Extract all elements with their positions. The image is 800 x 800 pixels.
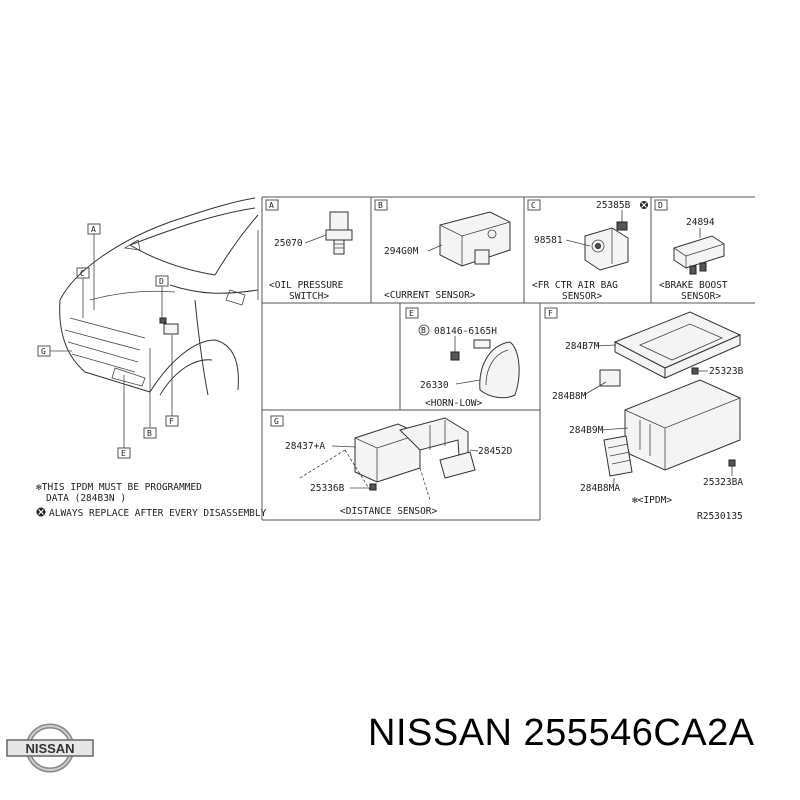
svg-text:E: E	[121, 449, 126, 458]
panel-d: D 24894 <BRAKE BOOST SENSOR>	[654, 199, 728, 302]
ipdm-box-part	[599, 369, 741, 477]
svg-text:D: D	[658, 201, 663, 210]
svg-text:F: F	[169, 417, 174, 426]
svg-text:G: G	[41, 347, 46, 356]
panel-grid	[261, 196, 755, 521]
part-number-25385b: 25385B	[596, 200, 631, 211]
nissan-logo: NISSAN	[6, 723, 94, 773]
svg-text:B: B	[147, 429, 152, 438]
svg-text:A: A	[91, 225, 96, 234]
ipdm-cover-part	[613, 311, 742, 379]
car-callout-e: E	[117, 375, 131, 459]
panel-b-caption-1: <CURRENT SENSOR>	[384, 290, 476, 301]
part-caption: NISSAN 255546CA2A	[368, 712, 755, 754]
horn-part	[473, 339, 520, 399]
part-number-25070: 25070	[274, 238, 303, 249]
car-callout-f: F	[165, 335, 179, 427]
svg-text:A: A	[269, 201, 274, 210]
distance-sensor-part	[354, 417, 476, 483]
part-number-28437a: 28437+A	[285, 441, 325, 452]
svg-text:C: C	[80, 269, 85, 278]
panel-c-caption-1: <FR CTR AIR BAG	[532, 280, 618, 291]
current-sensor-part	[439, 211, 511, 267]
part-number-24894: 24894	[686, 217, 715, 228]
svg-text:C: C	[531, 201, 536, 210]
car-callout-b: B	[143, 348, 157, 439]
part-number-284b8m: 284B8M	[552, 391, 587, 402]
panel-e-caption-1: <HORN-LOW>	[425, 398, 482, 409]
brake-boost-sensor-part	[673, 235, 725, 275]
car-illustration	[59, 197, 259, 396]
replace-note: ALWAYS REPLACE AFTER EVERY DISASSEMBLY	[36, 507, 267, 519]
panel-f-caption-1: ✻<IPDM>	[632, 495, 672, 506]
car-callout-g: G	[37, 345, 72, 357]
panel-a-caption-2: SWITCH>	[289, 291, 329, 302]
part-number-284b7m: 284B7M	[565, 341, 600, 352]
svg-text:F: F	[548, 309, 553, 318]
replace-note-text: ALWAYS REPLACE AFTER EVERY DISASSEMBLY	[49, 508, 267, 519]
diagram-reference-number: R2530135	[697, 511, 743, 522]
svg-text:B: B	[421, 326, 426, 335]
part-number-294g0m: 294G0M	[384, 246, 419, 257]
part-number-08146-6165h: 08146-6165H	[434, 326, 497, 337]
car-callout-c: C	[76, 267, 90, 318]
svg-text:E: E	[409, 309, 414, 318]
panel-g-caption-1: <DISTANCE SENSOR>	[340, 506, 438, 517]
panel-g: G 28437+A 28452D 25336B <DISTANCE SENSOR…	[270, 415, 513, 517]
panel-d-caption-1: <BRAKE BOOST	[659, 280, 728, 291]
svg-text:B: B	[378, 201, 383, 210]
panel-f: F 284B7M 25323B 284B8M 284B9M 284B8MA 25…	[544, 307, 744, 506]
part-number-284b9m: 284B9M	[569, 425, 604, 436]
bolt-part	[616, 221, 628, 231]
svg-text:G: G	[274, 417, 279, 426]
svg-text:D: D	[159, 277, 164, 286]
car-callout-a: A	[87, 223, 101, 310]
ipdm-note-line1: ✻THIS IPDM MUST BE PROGRAMMED	[36, 482, 202, 493]
ipdm-note-line2: DATA (284B3N )	[46, 493, 126, 504]
panel-b: B 294G0M <CURRENT SENSOR>	[374, 199, 511, 301]
part-number-25336b: 25336B	[310, 483, 345, 494]
part-number-28452d: 28452D	[478, 446, 513, 457]
part-number-25323b: 25323B	[709, 366, 744, 377]
panel-a: A 25070 <OIL PRESSURE SWITCH>	[265, 199, 353, 302]
part-number-98581: 98581	[534, 235, 563, 246]
part-number-284b8ma: 284B8MA	[580, 483, 620, 494]
panel-e: E B 08146-6165H 26330 <HORN-LOW>	[405, 307, 520, 409]
air-bag-sensor-part	[584, 227, 629, 271]
car-callout-d: D	[155, 275, 169, 318]
bolt-part	[450, 351, 460, 361]
svg-text:NISSAN: NISSAN	[25, 741, 74, 756]
part-number-25323ba: 25323BA	[703, 477, 743, 488]
panel-d-caption-2: SENSOR>	[681, 291, 721, 302]
oil-pressure-switch-part	[325, 211, 353, 255]
panel-a-caption-1: <OIL PRESSURE	[269, 280, 344, 291]
panel-c: C 25385B 98581 <FR CTR AIR BAG SENSOR>	[527, 199, 648, 302]
panel-c-caption-2: SENSOR>	[562, 291, 602, 302]
part-number-26330: 26330	[420, 380, 449, 391]
